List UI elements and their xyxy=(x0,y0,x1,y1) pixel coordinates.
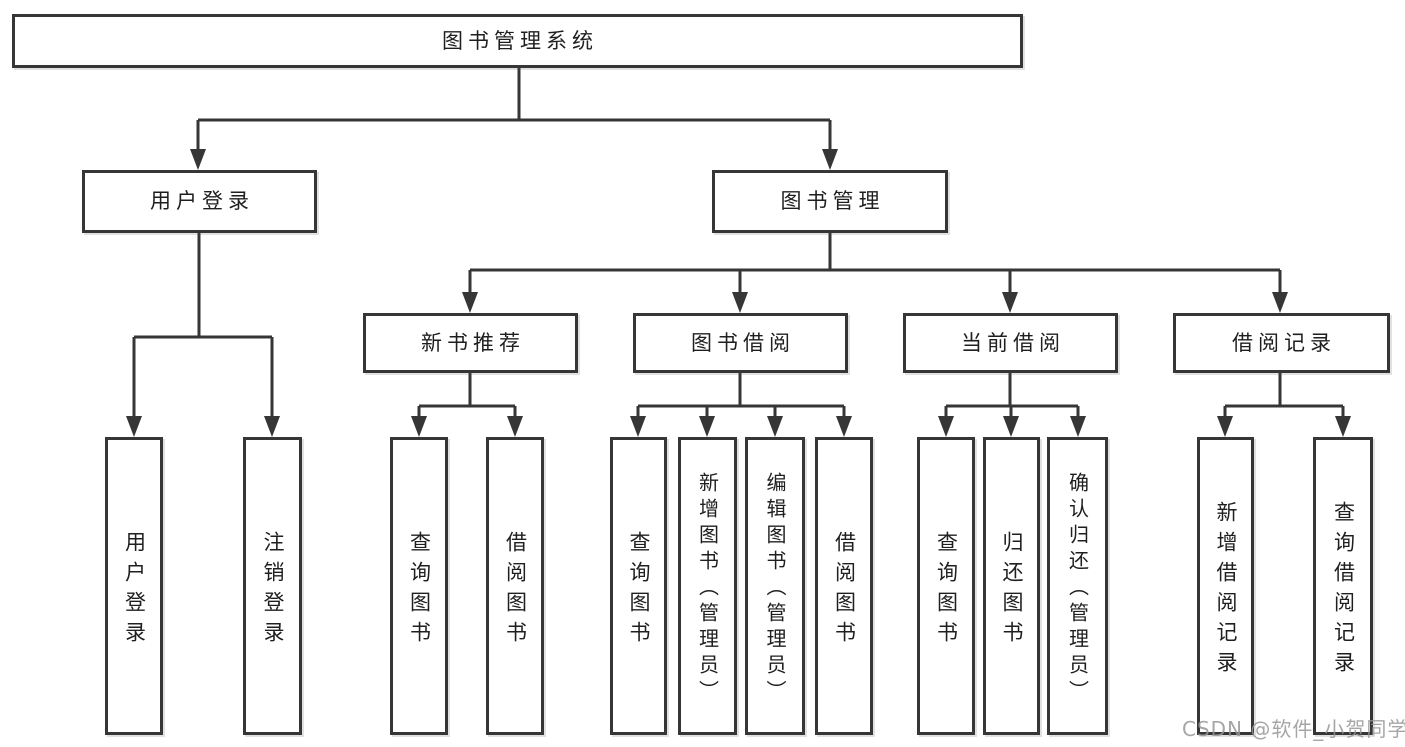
node-book-borrowing: 图书借阅 xyxy=(633,313,848,373)
node-leaf-add-book-admin: 新增图书（管理员） xyxy=(678,437,737,735)
watermark: CSDN @软件_小贺同学 xyxy=(1182,717,1405,741)
connector-segments xyxy=(132,68,1345,420)
node-leaf-confirm-return-admin: 确认归还（管理员） xyxy=(1047,437,1108,735)
node-leaf-add-borrow-record: 新增借阅记录 xyxy=(1197,437,1254,735)
node-leaf-query-borrow-record: 查询借阅记录 xyxy=(1313,437,1373,735)
node-current-borrowing: 当前借阅 xyxy=(903,313,1118,373)
node-branch-user-login: 用户登录 xyxy=(82,170,317,233)
node-leaf-return-book: 归还图书 xyxy=(983,437,1040,735)
node-leaf-logout: 注销登录 xyxy=(243,437,302,735)
node-leaf-query-books-current: 查询图书 xyxy=(917,437,975,735)
node-leaf-query-books-borrowing: 查询图书 xyxy=(610,437,667,735)
node-root-system: 图书管理系统 xyxy=(12,14,1023,68)
node-leaf-borrow-books-borrowing: 借阅图书 xyxy=(815,437,873,735)
node-new-book-recommend: 新书推荐 xyxy=(363,313,578,373)
node-borrowing-records: 借阅记录 xyxy=(1173,313,1390,373)
node-leaf-borrow-books-recommend: 借阅图书 xyxy=(486,437,544,735)
node-leaf-user-login: 用户登录 xyxy=(105,437,163,735)
node-branch-book-management: 图书管理 xyxy=(712,170,948,233)
node-leaf-query-books-recommend: 查询图书 xyxy=(390,437,448,735)
arrowheads xyxy=(126,149,1351,437)
node-leaf-edit-book-admin: 编辑图书（管理员） xyxy=(745,437,805,735)
